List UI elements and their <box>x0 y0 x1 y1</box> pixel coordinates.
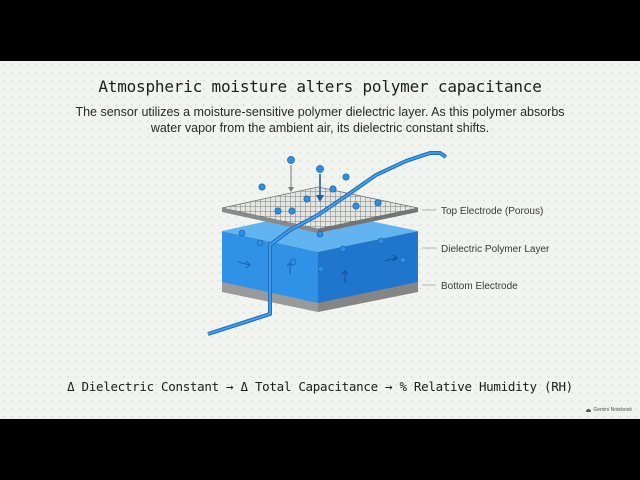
label-leaders <box>422 209 436 286</box>
lead-wire <box>207 151 448 336</box>
watermark: Gemini Notebook <box>586 407 632 413</box>
sensor-diagram: Top Electrode (Porous) Dielectric Polyme… <box>207 151 550 336</box>
slide: Atmospheric moisture alters polymer capa… <box>0 61 640 419</box>
slide-title: Atmospheric moisture alters polymer capa… <box>98 77 542 96</box>
absorption-arrows <box>288 165 324 202</box>
label-dielectric-layer: Dielectric Polymer Layer <box>441 244 550 255</box>
formula-chain: Δ Dielectric Constant → Δ Total Capacita… <box>67 379 573 394</box>
water-molecules <box>238 156 407 273</box>
watermark-text: Gemini Notebook <box>593 407 632 413</box>
label-bottom-electrode: Bottom Electrode <box>441 281 518 292</box>
label-top-electrode: Top Electrode (Porous) <box>441 206 543 217</box>
notebook-logo-icon <box>586 408 592 412</box>
slide-subtitle: The sensor utilizes a moisture-sensitive… <box>75 105 565 135</box>
